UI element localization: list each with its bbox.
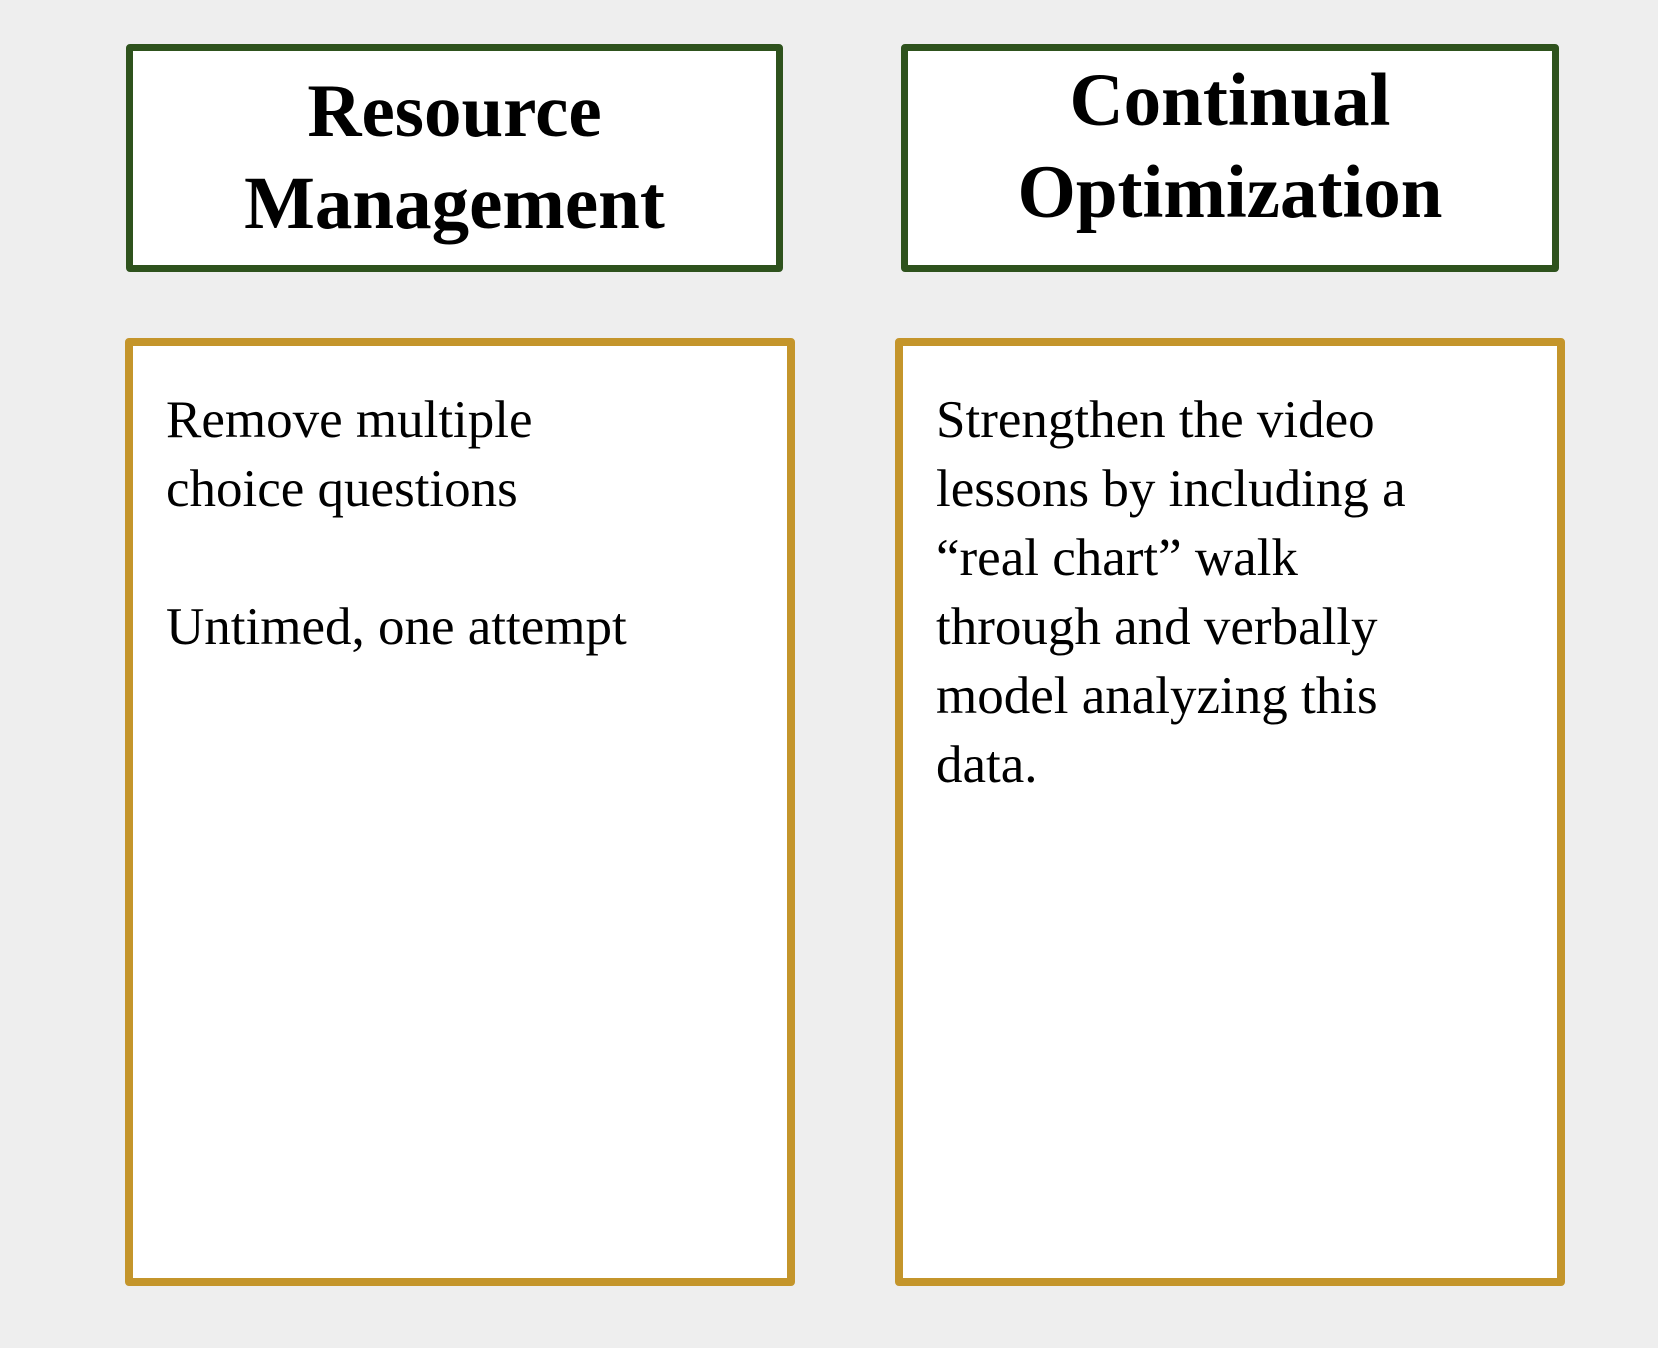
content-line: data. [936,736,1038,794]
title-line: Optimization [1017,151,1443,234]
continual-optimization-title: Continual Optimization [1018,55,1443,239]
content-paragraph: Strengthen the video lessons by includin… [936,386,1557,800]
resource-management-header: Resource Management [126,44,783,272]
resource-management-title: Resource Management [244,66,665,250]
content-line: Remove multiple [166,391,533,449]
continual-optimization-content-box: Strengthen the video lessons by includin… [895,338,1565,1286]
content-line: choice questions [166,460,518,518]
content-paragraph: Remove multiple choice questions [166,386,787,524]
title-line: Resource [307,70,602,153]
content-line: model analyzing this [936,667,1378,725]
continual-optimization-header: Continual Optimization [901,44,1559,272]
content-line: Strengthen the video [936,391,1375,449]
content-line: “real chart” walk [936,529,1298,587]
title-line: Continual [1069,59,1391,142]
content-line: Untimed, one attempt [166,598,627,656]
content-line: lessons by including a [936,460,1406,518]
content-paragraph: Untimed, one attempt [166,593,787,662]
content-line: through and verbally [936,598,1378,656]
resource-management-content-box: Remove multiple choice questions Untimed… [125,338,795,1286]
title-line: Management [244,162,665,245]
paragraph-spacer [166,524,787,593]
